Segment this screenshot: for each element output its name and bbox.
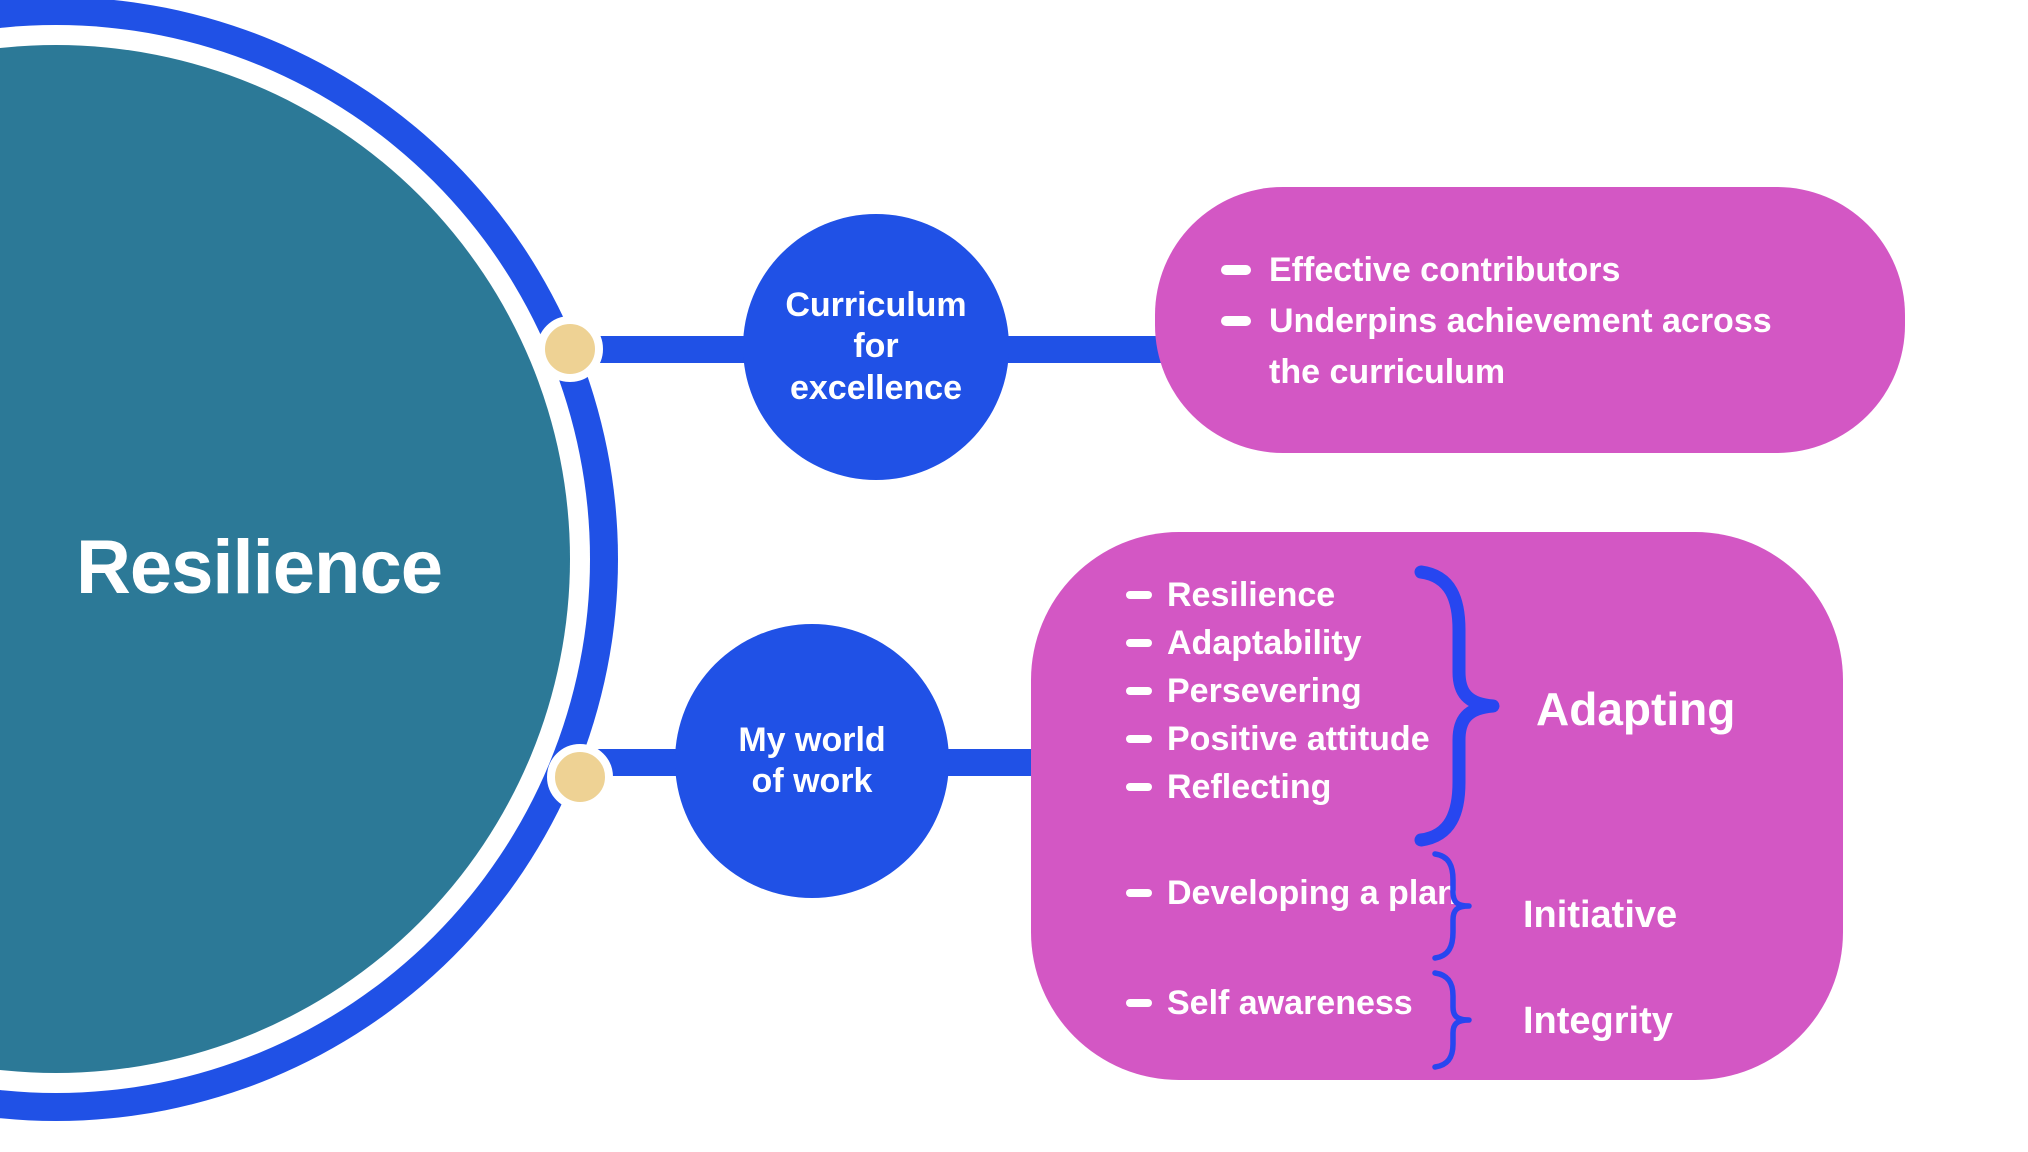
connector-dot-world-of-work xyxy=(547,744,613,810)
node-label: Curriculum for excellence xyxy=(785,285,967,407)
node-label: My world of work xyxy=(738,720,886,800)
node-my-world-of-work: My world of work xyxy=(675,624,949,898)
bullet-row: Positive attitude xyxy=(1126,715,1430,763)
brace-icon xyxy=(1414,565,1500,847)
dash-bullet-icon xyxy=(1126,999,1152,1007)
group-label-initiative: Initiative xyxy=(1523,894,1678,936)
panel-world-of-work-notes: Resilience Adaptability Persevering Posi… xyxy=(1031,532,1843,1080)
dash-bullet-icon xyxy=(1126,591,1152,599)
connector-dot-curriculum xyxy=(537,316,603,382)
dash-bullet-icon xyxy=(1126,687,1152,695)
bullet-row: Developing a plan xyxy=(1126,869,1458,917)
bullet-row: Resilience xyxy=(1126,571,1335,619)
dash-bullet-icon xyxy=(1126,783,1152,791)
brace-icon xyxy=(1432,851,1472,961)
node-curriculum-for-excellence: Curriculum for excellence xyxy=(743,214,1009,480)
bullet-row: Persevering xyxy=(1126,667,1362,715)
central-topic-label: Resilience xyxy=(76,525,443,610)
brace-icon xyxy=(1432,970,1472,1070)
group-label-adapting: Adapting xyxy=(1536,683,1736,735)
bullet-text: Self awareness xyxy=(1167,983,1413,1022)
bullet-row: Effective contributors xyxy=(1221,245,1855,296)
bullet-row: Reflecting xyxy=(1126,763,1331,811)
dash-bullet-icon xyxy=(1221,316,1251,326)
bullet-row: Self awareness xyxy=(1126,979,1413,1027)
dash-bullet-icon xyxy=(1126,639,1152,647)
bullet-row: Underpins achievement across the curricu… xyxy=(1221,296,1855,398)
bullet-row: Adaptability xyxy=(1126,619,1362,667)
dash-bullet-icon xyxy=(1126,889,1152,897)
bullet-text: Resilience xyxy=(1167,575,1336,614)
bullet-text: Reflecting xyxy=(1167,767,1332,806)
bullet-text: Effective contributors xyxy=(1269,251,1621,289)
dash-bullet-icon xyxy=(1126,735,1152,743)
bullet-text: Persevering xyxy=(1167,671,1362,710)
dash-bullet-icon xyxy=(1221,265,1251,275)
panel-curriculum-notes: Effective contributors Underpins achieve… xyxy=(1155,187,1905,453)
bullet-text: Underpins achievement across the curricu… xyxy=(1269,302,1772,391)
bullet-text: Developing a plan xyxy=(1167,873,1458,912)
group-label-integrity: Integrity xyxy=(1523,1000,1673,1042)
bullet-text: Positive attitude xyxy=(1167,719,1430,758)
bullet-text: Adaptability xyxy=(1167,623,1362,662)
